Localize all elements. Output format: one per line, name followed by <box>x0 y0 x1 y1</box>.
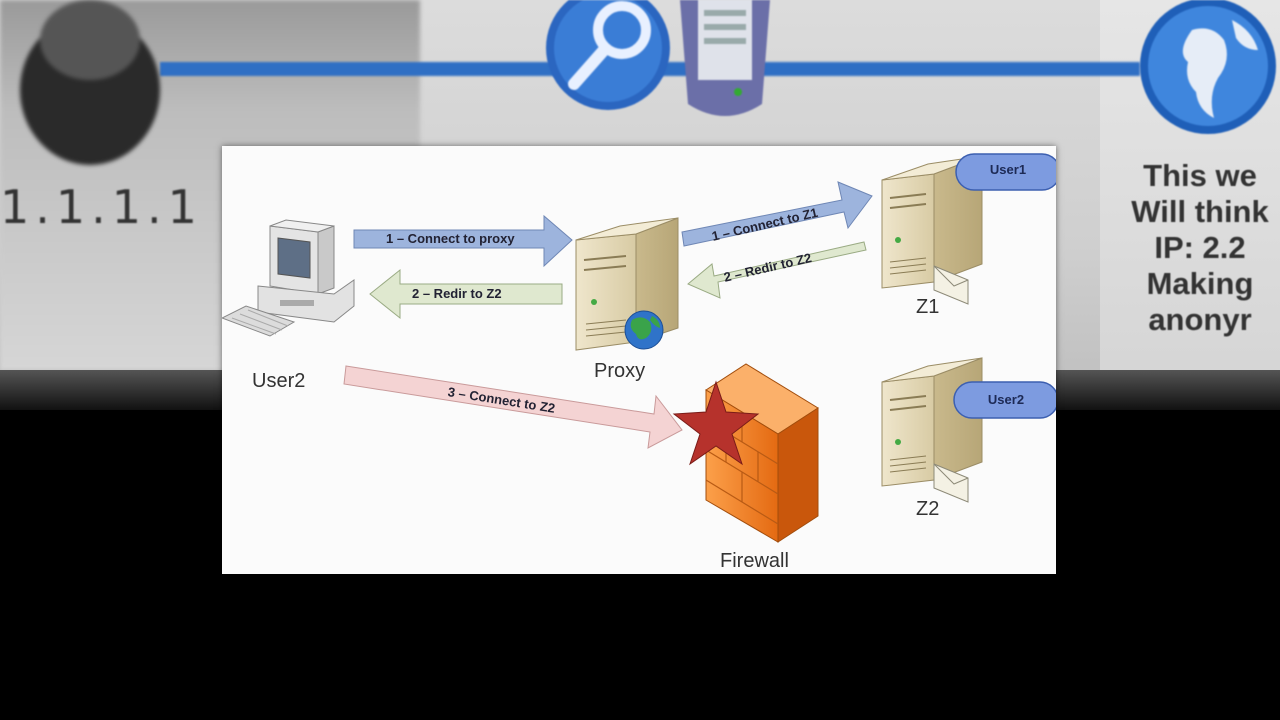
z1-label: Z1 <box>916 296 940 318</box>
label-connect-to-proxy: 1 – Connect to proxy <box>386 231 515 246</box>
z2-user-badge <box>953 381 1056 419</box>
star-icon <box>672 380 760 466</box>
label-redir-to-z2-left: 2 – Redir to Z2 <box>412 286 502 301</box>
proxy-diagram: 1 – Connect to proxy 2 – Redir to Z2 1 –… <box>222 146 1056 574</box>
envelope-icon <box>933 463 969 503</box>
globe-icon <box>624 310 664 350</box>
background-right-text: This we Will think IP: 2.2 Making anonyr <box>1100 158 1280 338</box>
z2-label: Z2 <box>916 498 940 520</box>
magnifier-icon <box>546 0 670 110</box>
background-right-line: Will think <box>1131 194 1269 229</box>
user2-label: User2 <box>252 370 306 392</box>
arrow-connect-to-z1 <box>681 181 873 247</box>
z1-badge-label: User1 <box>989 162 1027 177</box>
user-figure-icon <box>20 0 160 165</box>
arrow-redir-to-z2-left <box>369 268 563 320</box>
background-right-line: anonyr <box>1148 302 1252 337</box>
arrow-redir-to-z2-right <box>687 241 867 299</box>
background-right-line: Making <box>1146 266 1254 301</box>
z1-user-badge <box>955 153 1056 191</box>
arrow-connect-to-proxy <box>353 214 573 268</box>
z2-server-icon <box>881 357 983 487</box>
diagram-canvas <box>222 153 1056 543</box>
firewall-label: Firewall <box>720 550 789 572</box>
z2-badge-label: User2 <box>987 392 1025 407</box>
globe-icon <box>1140 0 1276 134</box>
background-ip-text: 1.1.1.1 <box>0 180 203 234</box>
background-right-line: This we <box>1143 158 1257 193</box>
computer-icon <box>222 219 355 337</box>
background-right-line: IP: 2.2 <box>1154 230 1246 265</box>
arrow-connect-to-z2 <box>343 365 683 449</box>
server-icon <box>680 0 770 116</box>
firewall-icon <box>705 363 819 543</box>
envelope-icon <box>933 265 969 305</box>
proxy-label: Proxy <box>594 360 646 382</box>
